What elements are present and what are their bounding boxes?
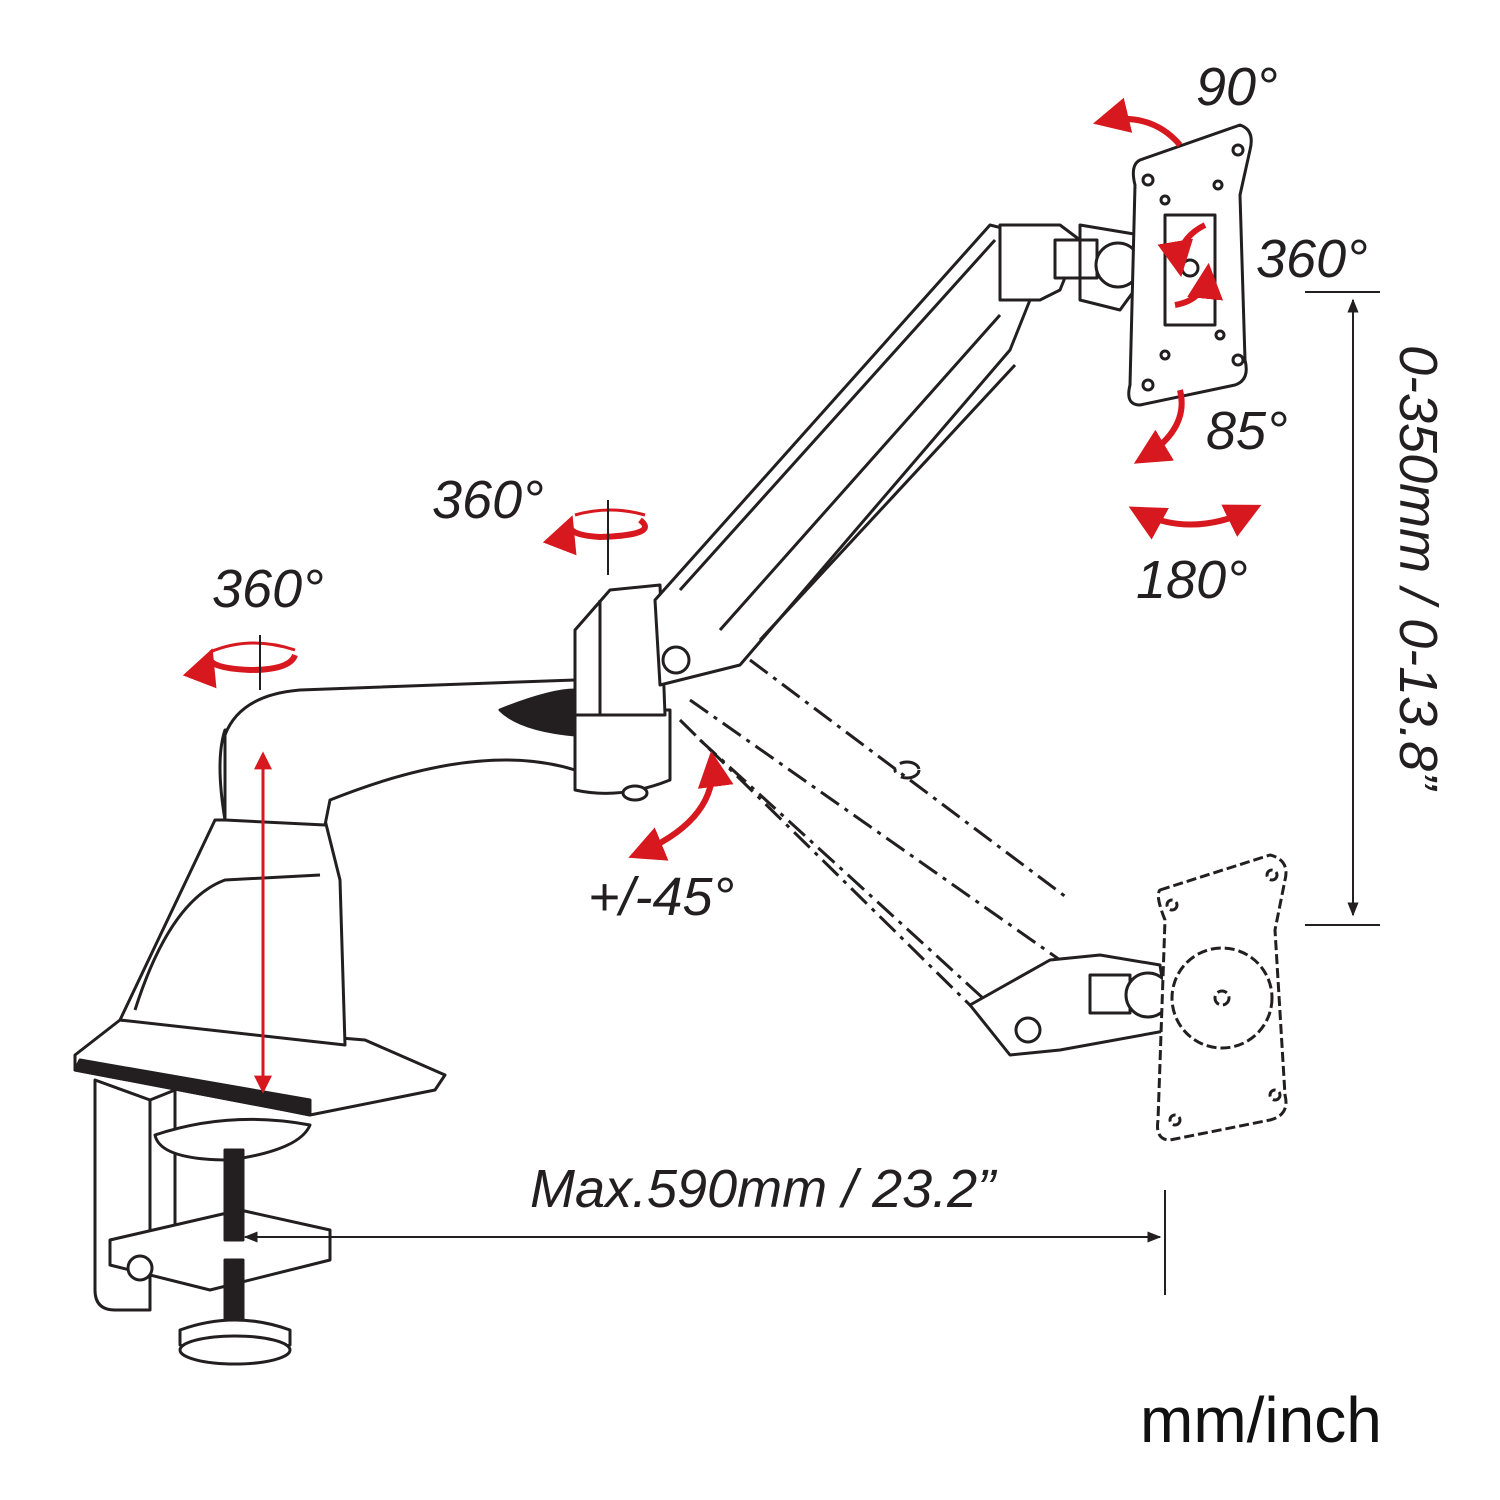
upper-arm-lowered <box>678 658 1071 1012</box>
rotation-arrow-icon <box>1092 97 1183 147</box>
height-range-label: 0-350mm / 0-13.8” <box>1388 345 1448 790</box>
units-label: mm/inch <box>1140 1384 1382 1456</box>
rotation-arrows <box>182 97 1262 1094</box>
tilt-45-label: +/-45° <box>588 867 735 927</box>
lower-arm <box>223 583 672 827</box>
rotate-360-base-label: 360° <box>212 559 324 619</box>
upper-arm-raised <box>653 223 1162 687</box>
rotation-axes <box>259 500 609 690</box>
dimension-lines <box>243 291 1380 1295</box>
swivel-180-label: 180° <box>1136 550 1248 610</box>
tilt-85-label: 85° <box>1206 401 1288 461</box>
desk-clamp <box>93 1078 332 1366</box>
max-reach-label: Max.590mm / 23.2” <box>530 1159 996 1219</box>
vesa-plate-lowered <box>1156 853 1288 1142</box>
vesa-plate-raised <box>1127 123 1253 407</box>
lowered-joint <box>968 953 1172 1057</box>
rotate-360-head-label: 360° <box>1256 229 1368 289</box>
tilt-90-label: 90° <box>1196 57 1278 117</box>
rotate-360-elbow-label: 360° <box>432 470 544 530</box>
